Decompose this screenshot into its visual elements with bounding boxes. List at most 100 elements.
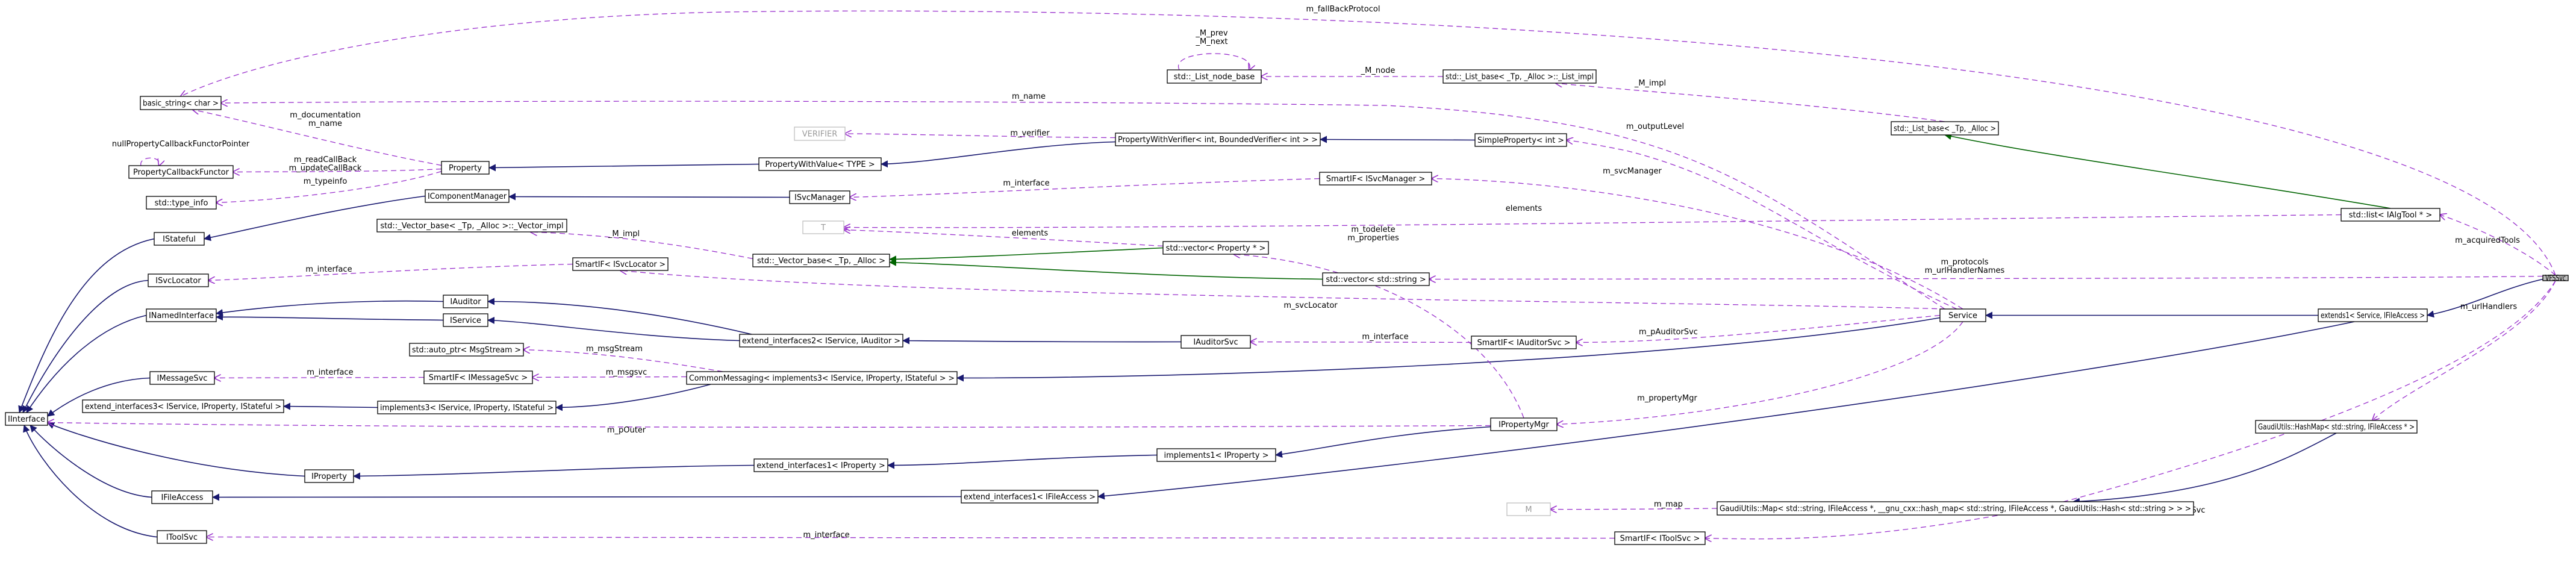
node-smartif-imessagesvc[interactable]: SmartIF< IMessageSvc > [423,370,533,384]
node-std-vector-property[interactable]: std::vector< Property * > [1162,241,1269,255]
edge-extend-interfaces2-to-iservice [487,316,740,342]
node-smartif-iauditorsvc[interactable]: SmartIF< IAuditorSvc > [1471,336,1577,349]
edge-istateful-to-iinterface [18,238,155,413]
node-std-type-info[interactable]: std::type_info [146,196,217,210]
node-vector-base[interactable]: std::_Vector_base< _Tp, _Alloc > [752,254,890,267]
node-gaudi-hashmap[interactable]: GaudiUtils::HashMap< std::string, IFileA… [2255,420,2418,434]
edge-label-fallback: m_fallBackProtocol [1306,5,1380,14]
node-std-list-ialgtool[interactable]: std::list< IAlgTool * > [2341,208,2440,222]
node-list-node-base[interactable]: std::_List_node_base [1167,69,1262,84]
node-extend-interfaces2[interactable]: extend_interfaces2< IService, IAuditor > [739,334,903,348]
edge-service-to-smartif-iauditorsvc [1576,314,1941,343]
node-extend-interfaces1-iproperty[interactable]: extend_interfaces1< IProperty > [753,458,888,472]
node-smartif-itoolsvc[interactable]: SmartIF< IToolSvc > [1614,531,1706,545]
node-verifier[interactable]: VERIFIER [794,126,846,141]
edge-label-m-map: m_map [1654,500,1683,509]
node-property-with-verifier[interactable]: PropertyWithVerifier< int, BoundedVerifi… [1115,133,1321,146]
edge-property-with-value-to-property [488,163,759,172]
node-property-with-value[interactable]: PropertyWithValue< TYPE > [758,157,882,171]
node-iproperty[interactable]: IProperty [304,469,354,483]
node-label-extends1: extends1< Service, IFileAccess > [2321,311,2425,320]
node-box-vector-base [752,254,890,267]
node-label-T: T [820,223,826,233]
edge-iproperty-mgr-to-implements1 [1275,426,1491,458]
node-label-extend-interfaces2: extend_interfaces2< IService, IAuditor > [742,337,900,346]
node-iinterface[interactable]: IInterface [5,412,48,426]
node-list-base-impl[interactable]: std::_List_base< _Tp, _Alloc >::_List_im… [1442,69,1597,84]
node-smartif-isvclocator[interactable]: SmartIF< ISvcLocator > [572,257,669,271]
node-T[interactable]: T [802,220,844,234]
node-list-base[interactable]: std::_List_base< _Tp, _Alloc > [1891,121,1999,136]
node-box-std-type-info [146,196,217,210]
node-label-simple-property: SimpleProperty< int > [1477,136,1564,145]
node-box-common-messaging [686,371,958,385]
node-isvc-manager[interactable]: ISvcManager [789,190,850,204]
node-property[interactable]: Property [441,161,490,175]
node-label-std-vector-string: std::vector< std::string > [1326,275,1426,284]
node-box-istateful [154,232,205,246]
node-box-M [1506,502,1551,516]
node-box-smartif-imessagesvc [423,370,533,384]
node-common-messaging[interactable]: CommonMessaging< implements3< IService, … [686,371,958,385]
node-box-vector-base-impl [376,219,567,233]
node-label-smartif-isvcmanager: SmartIF< ISvcManager > [1326,175,1426,184]
node-label-smartif-iauditorsvc: SmartIF< IAuditorSvc > [1477,339,1570,348]
node-isvc-locator[interactable]: ISvcLocator [148,273,209,287]
node-box-extends1 [2318,308,2428,322]
node-label-auto-ptr: std::auto_ptr< MsgStream > [412,346,521,355]
node-M[interactable]: M [1506,502,1551,516]
node-box-gaudi-hashmap [2255,420,2418,434]
edge-label-m-impl-list: _M_impl [1634,79,1666,88]
node-label-extend-interfaces1-ifileaccess: extend_interfaces1< IFileAccess > [964,493,1096,502]
edge-vfssvc-to-smartif-itoolsvc [1705,280,2556,539]
edge-iauditor-svc-to-extend-interfaces2 [902,337,1182,345]
node-gaudi-map[interactable]: GaudiUtils::Map< std::string, IFileAcces… [1717,501,2194,516]
node-label-gaudi-hashmap: GaudiUtils::HashMap< std::string, IFileA… [2258,423,2415,432]
edge-service-to-basic-string [221,101,1945,310]
edge-label-svc-locator: m_svcLocator [1283,301,1338,310]
node-box-service [1939,308,1986,322]
node-service[interactable]: Service [1939,308,1986,322]
node-inamed-interface[interactable]: INamedInterface [146,308,217,322]
node-iauditor[interactable]: IAuditor [443,295,488,308]
node-ifile-access[interactable]: IFileAccess [151,490,213,504]
node-smartif-isvcmanager[interactable]: SmartIF< ISvcManager > [1319,172,1432,186]
edge-vfssvc-to-basic-string [181,10,2556,276]
node-basic-string[interactable]: basic_string< char > [140,96,222,110]
node-box-std-vector-property [1162,241,1269,255]
node-std-vector-string[interactable]: std::vector< std::string > [1322,272,1430,286]
node-label-implements3: implements3< IService, IProperty, IState… [380,404,554,413]
node-iauditor-svc[interactable]: IAuditorSvc [1180,335,1251,349]
edge-list-base-to-list-base-impl [1556,83,1945,122]
node-property-callback-functor[interactable]: PropertyCallbackFunctor [128,165,234,179]
edge-common-messaging-to-implements3 [555,384,711,411]
node-vfssvc[interactable]: VFSSvc [2542,274,2569,283]
node-simple-property[interactable]: SimpleProperty< int > [1474,133,1567,147]
node-box-extend-interfaces3 [82,399,284,413]
edge-iproperty-mgr-to-std-vector-property [1234,254,1524,419]
node-label-list-node-base: std::_List_node_base [1174,73,1255,82]
node-extend-interfaces3[interactable]: extend_interfaces3< IService, IProperty,… [82,399,284,413]
node-istateful[interactable]: IStateful [154,232,205,246]
node-auto-ptr[interactable]: std::auto_ptr< MsgStream > [409,343,524,357]
node-iservice[interactable]: IService [443,313,488,327]
node-vector-base-impl[interactable]: std::_Vector_base< _Tp, _Alloc >::_Vecto… [376,219,567,233]
edge-label-m-prev-next: _M_prev_M_next [1195,29,1228,46]
edge-layer [18,10,2556,539]
edge-property-callback-functor-to-property-callback-functor [140,157,160,166]
edge-isvc-manager-to-icomponent-manager [508,193,790,201]
node-extend-interfaces1-ifileaccess[interactable]: extend_interfaces1< IFileAccess > [961,490,1099,504]
edge-label-interface-toolsvc: m_interface [803,531,849,540]
node-label-basic-string: basic_string< char > [143,99,219,108]
node-implements1[interactable]: implements1< IProperty > [1156,448,1276,462]
node-box-inamed-interface [146,308,217,322]
node-itool-svc[interactable]: IToolSvc [157,530,207,544]
node-icomponent-manager[interactable]: IComponentManager [425,189,510,203]
node-box-property-with-verifier [1115,133,1321,146]
node-imessage-svc[interactable]: IMessageSvc [149,371,215,385]
edge-iauditor-to-inamed-interface [216,300,444,316]
node-extends1[interactable]: extends1< Service, IFileAccess > [2318,308,2428,322]
node-implements3[interactable]: implements3< IService, IProperty, IState… [377,401,557,414]
node-iproperty-mgr[interactable]: IPropertyMgr [1490,417,1558,431]
